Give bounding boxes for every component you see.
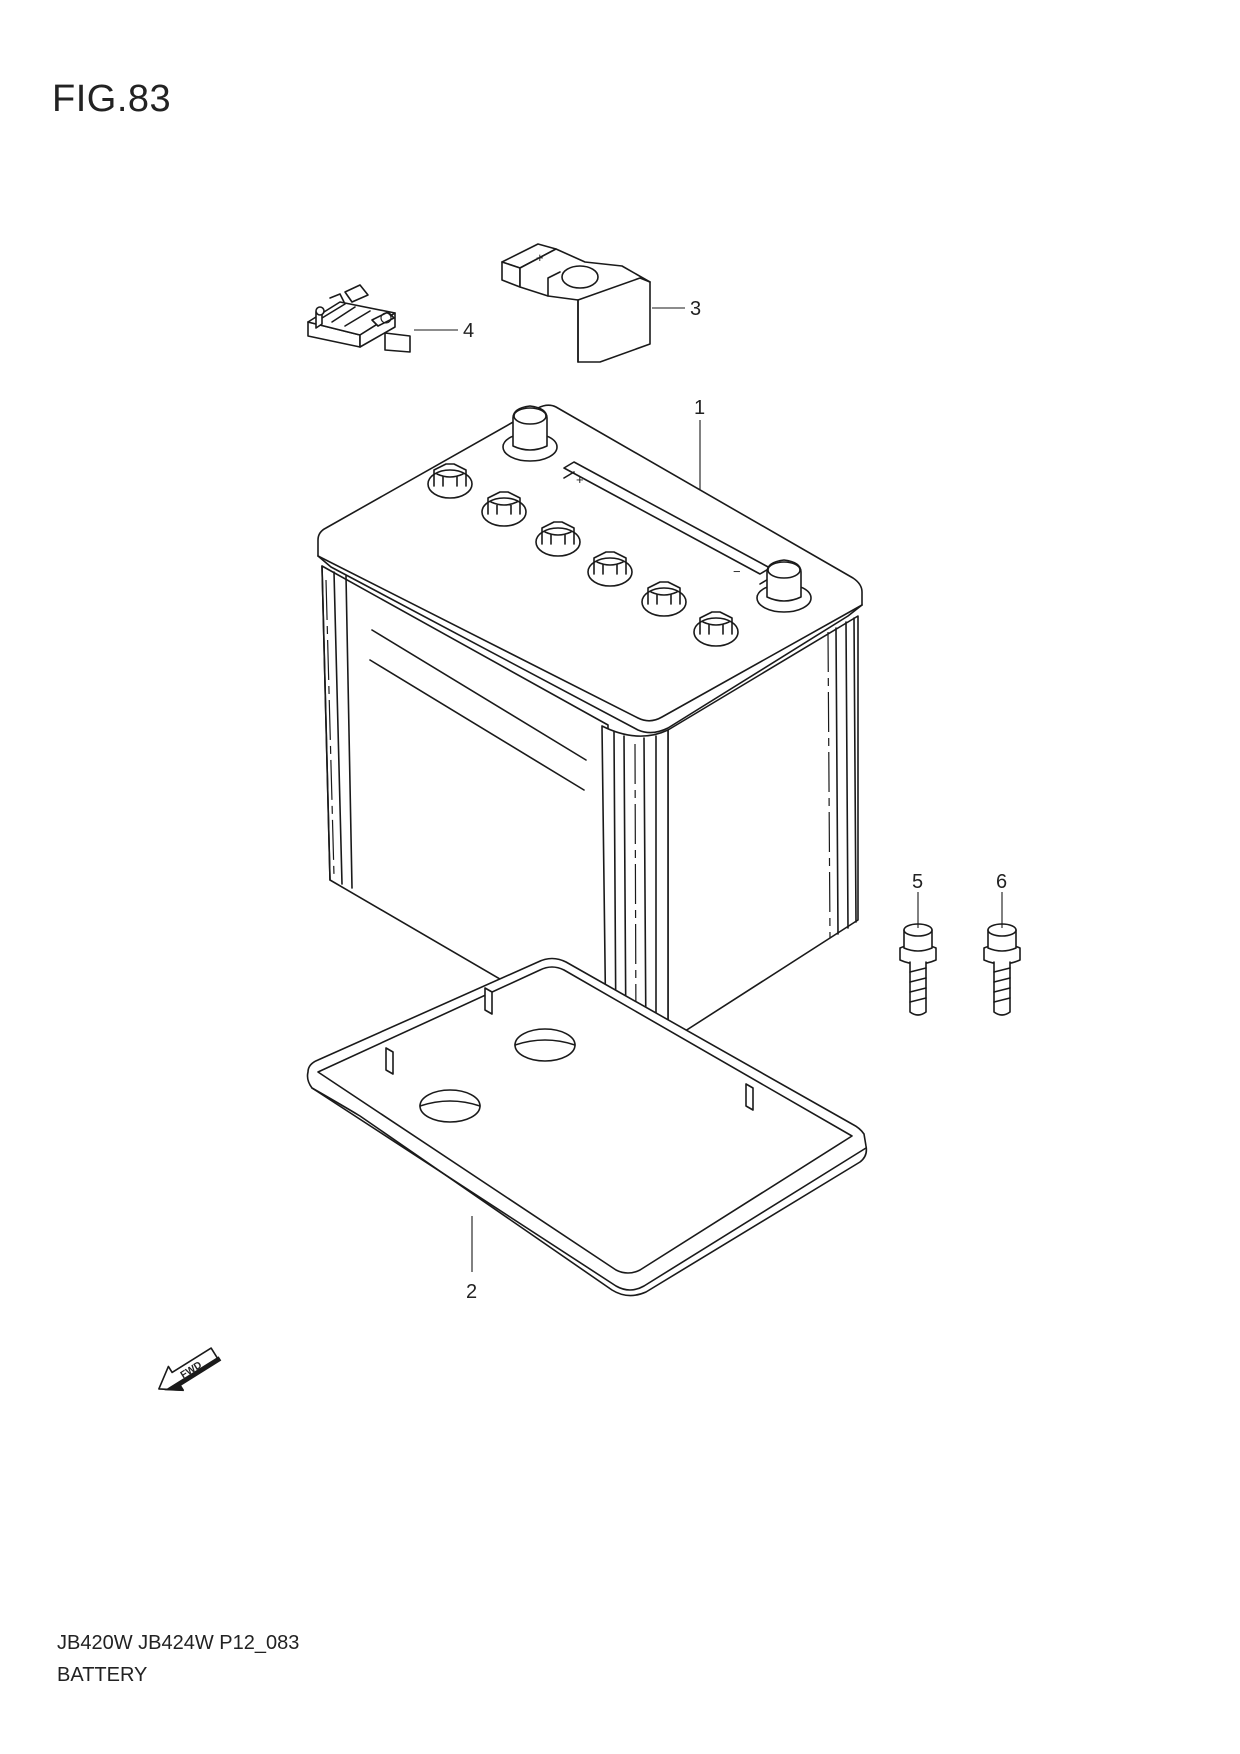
callout-1: 1 (694, 397, 705, 419)
vent-cap-3 (535, 521, 581, 557)
figure-name: BATTERY (57, 1664, 148, 1686)
bolt-6-part (983, 923, 1021, 1016)
callout-4: 4 (463, 320, 474, 342)
terminal-cover-part: + (501, 243, 651, 363)
bolt-5-part (899, 923, 937, 1016)
negative-terminal (756, 559, 812, 613)
battery-tray-part (306, 957, 868, 1297)
fuse-clip-part (307, 284, 411, 353)
vent-cap-5 (641, 581, 687, 617)
cover-plus-mark: + (536, 250, 544, 265)
vent-cap-2 (481, 491, 527, 527)
battery-part: + − (317, 404, 863, 1048)
strip-minus-mark: − (733, 564, 741, 579)
vent-cap-6 (693, 611, 739, 647)
vent-cap-4 (587, 551, 633, 587)
figure-code: JB420W JB424W P12_083 (57, 1632, 300, 1654)
strip-plus-mark: + (576, 472, 584, 487)
vent-cap-1 (427, 463, 473, 499)
fwd-direction-arrow: FWD (158, 1347, 222, 1392)
callout-3: 3 (690, 298, 701, 320)
positive-terminal (502, 405, 558, 462)
callout-2: 2 (466, 1281, 477, 1303)
callout-5: 5 (912, 871, 923, 893)
callout-6: 6 (996, 871, 1007, 893)
figure-title: FIG.83 (52, 78, 172, 120)
